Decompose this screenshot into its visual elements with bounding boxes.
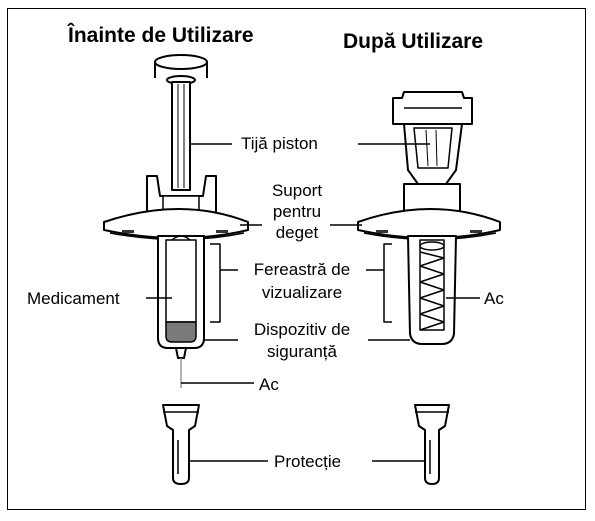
label-finger-grip-line2: pentru bbox=[272, 202, 322, 221]
title-before-use: Înainte de Utilizare bbox=[68, 24, 254, 47]
label-plunger-rod: Tijă piston bbox=[241, 134, 318, 153]
plunger-rod bbox=[171, 81, 191, 191]
plunger-head bbox=[154, 54, 208, 85]
medicine-fill bbox=[165, 321, 197, 343]
title-after-use: După Utilizare bbox=[343, 30, 484, 53]
leader-lines bbox=[146, 143, 480, 462]
label-viewing-window-line2: vizualizare bbox=[261, 283, 343, 302]
finger-grip bbox=[103, 208, 249, 239]
label-needle-before: Ac bbox=[259, 375, 279, 394]
syringe-before-use bbox=[103, 54, 249, 485]
needle-cap-after bbox=[414, 404, 450, 485]
syringe-after-use bbox=[357, 91, 501, 485]
label-viewing-window-line1: Fereastră de bbox=[253, 260, 351, 279]
label-needle-guard-line2: siguranță bbox=[267, 342, 337, 361]
label-finger-grip-line1: Suport bbox=[271, 181, 323, 200]
finger-grip-after bbox=[357, 208, 501, 239]
spring bbox=[419, 251, 445, 331]
needle-cap-before bbox=[162, 404, 200, 485]
diagram-frame bbox=[7, 8, 586, 510]
label-medicine: Medicament bbox=[27, 289, 120, 308]
label-needle-after: Ac bbox=[484, 289, 504, 308]
label-finger-grip-line3: deget bbox=[275, 223, 319, 242]
label-needle-guard-line1: Dispozitiv de bbox=[253, 320, 351, 339]
label-cap: Protecție bbox=[274, 452, 342, 471]
